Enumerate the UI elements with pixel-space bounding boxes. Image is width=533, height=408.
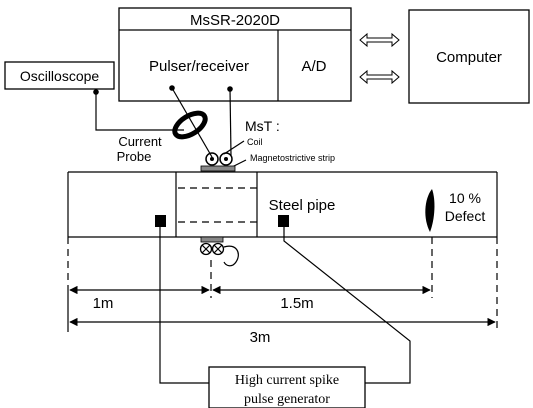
generator-wiring [159,227,411,384]
oscilloscope-box: Oscilloscope [4,61,115,90]
left-generator-wire [159,227,209,384]
dimension-1-5m: 1.5m [212,285,431,312]
computer-label: Computer [436,49,502,66]
pulse-generator-outline [208,366,366,408]
bottom-coil-right-icon [211,242,225,256]
data-link-arrows [359,32,400,85]
dim-label-3m: 3m [250,329,271,346]
coil-leads [169,85,233,158]
mssr-title: MsSR-2020D [190,12,280,29]
oscilloscope-cable [95,89,184,131]
pulser-connector-dot-right [227,86,233,92]
defect-marker: 10 % Defect [425,189,485,232]
mst-annotation: MsT : Coil Magnetostrictive strip [223,118,335,169]
current-probe-icon [172,110,208,140]
coil-leader-line [223,140,245,155]
mst-title: MsT : [245,118,280,134]
top-transducer [200,152,236,172]
dim-label-1-5m: 1.5m [280,295,313,312]
current-probe-label-line2: Probe [117,149,152,164]
steel-pipe-label: Steel pipe [269,197,336,214]
top-coil-right-icon [219,152,233,166]
right-electrode [278,215,289,227]
ad-label: A/D [301,58,326,75]
bottom-coil-left-icon [199,242,213,256]
computer-outline [408,9,530,104]
mssr-outer-box [118,7,352,102]
coil-lead-left [171,87,213,158]
top-magnetostrictive-strip [200,165,236,172]
pulse-generator-box: High current spike pulse generator [208,366,366,408]
mssr-2020d-unit: MsSR-2020D Pulser/receiver A/D [118,7,352,102]
top-coil-left-dot [210,157,214,161]
lower-double-arrow [359,69,400,85]
pulser-receiver-label: Pulser/receiver [149,58,249,75]
left-electrode [155,215,166,227]
oscilloscope-outline [4,61,115,90]
strip-label: Magnetostrictive strip [250,153,335,163]
defect-label: Defect [445,208,486,224]
defect-percent-label: 10 % [449,190,481,206]
coil-label: Coil [247,137,263,147]
coil-lead-right [229,88,232,156]
dimension-3m: 3m [69,317,496,346]
top-coil-left-icon [205,152,219,166]
oscilloscope-label: Oscilloscope [20,68,100,84]
bottom-transducer [199,236,239,267]
computer-box: Computer [408,9,530,104]
pulse-generator-label-line1: High current spike [235,373,339,388]
current-probe-label-line1: Current [118,134,162,149]
dim-label-1m: 1m [93,295,114,312]
dimension-1m: 1m [69,285,210,312]
bottom-magnetostrictive-strip [200,236,224,243]
dimension-extensions [67,237,498,332]
pulse-generator-label-line2: pulse generator [244,392,330,407]
steel-pipe: Steel pipe [67,171,498,238]
defect-notch-icon [425,189,435,232]
top-coil-right-dot [224,157,228,161]
current-probe-assembly: Current Probe [93,89,208,164]
pulser-connector-dot-left [169,85,175,91]
oscilloscope-connector-dot [93,89,99,95]
bottom-coil-lead [223,245,239,267]
upper-double-arrow [359,32,400,48]
right-generator-wire [283,227,411,384]
